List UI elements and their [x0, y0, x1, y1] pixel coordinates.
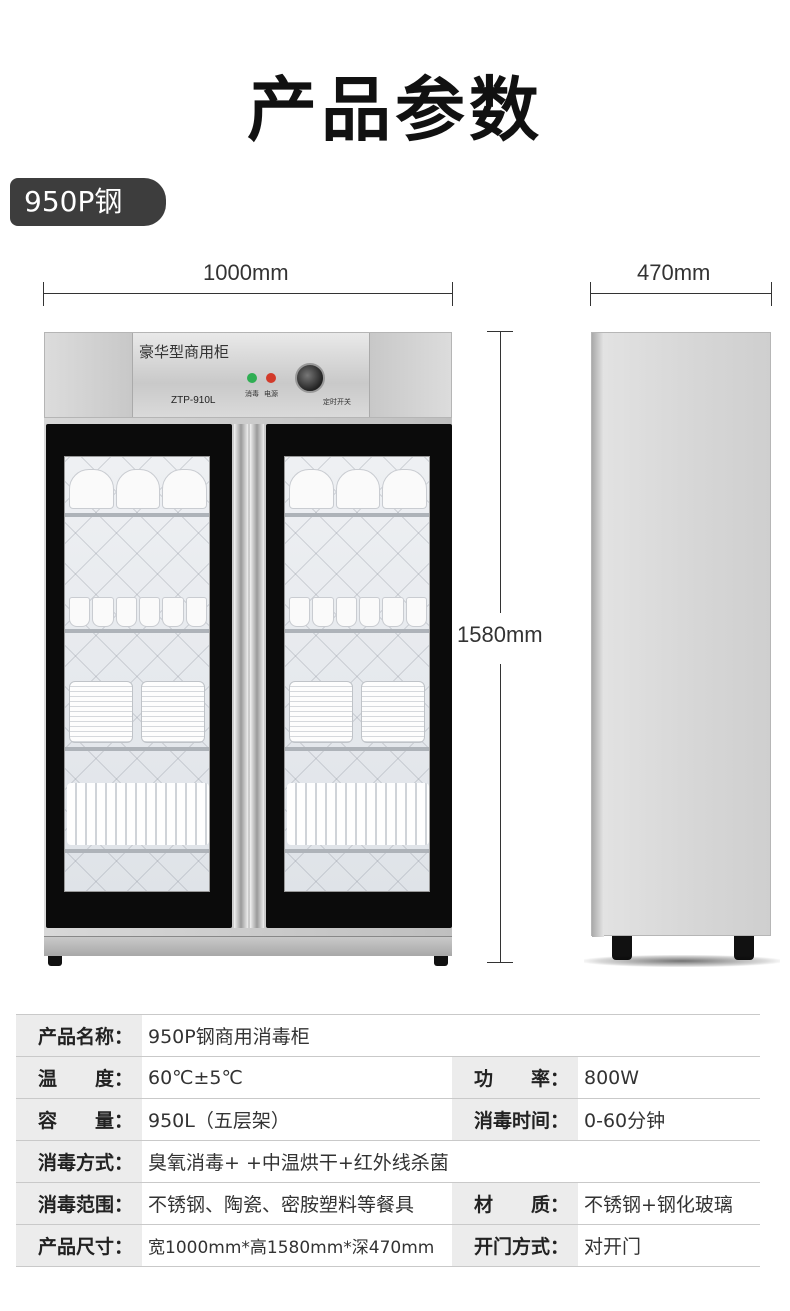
spec-value: 0-60分钟 [578, 1098, 760, 1141]
cabinet-foot [434, 956, 448, 966]
cabinet-control-panel: 豪华型商用柜 ZTP-910L 消毒 电源 定时开关 [44, 332, 452, 418]
bowl-stack [361, 681, 425, 743]
right-door-glass [284, 456, 430, 892]
power-indicator-icon [266, 373, 276, 383]
width-dimension-line [43, 293, 453, 294]
spec-value: 臭氧消毒+ +中温烘干+红外线杀菌 [142, 1140, 760, 1183]
right-door-handle [250, 424, 264, 928]
side-foot [734, 936, 754, 960]
shelf [285, 513, 429, 517]
spec-label: 消毒时间： [452, 1098, 578, 1141]
spec-row: 产品名称： 950P钢商用消毒柜 [16, 1014, 760, 1057]
bowl-stack [141, 681, 205, 743]
floor-shadow [584, 955, 780, 967]
cabinet-foot [48, 956, 62, 966]
shelf [65, 849, 209, 853]
left-door-glass [64, 456, 210, 892]
left-door-handle [234, 424, 248, 928]
disinfect-indicator-icon [247, 373, 257, 383]
spec-label: 产品名称： [16, 1014, 142, 1057]
cup-row [69, 597, 207, 627]
plate-rack [287, 783, 429, 845]
plate-row [69, 469, 208, 509]
height-dimension-line-top [500, 331, 501, 613]
bowl-stack [69, 681, 133, 743]
spec-row: 消毒方式： 臭氧消毒+ +中温烘干+红外线杀菌 [16, 1140, 760, 1183]
spec-value: 950P钢商用消毒柜 [142, 1014, 760, 1057]
panel-product-name: 豪华型商用柜 [139, 343, 230, 361]
shelf [65, 747, 209, 751]
left-door [46, 424, 232, 928]
spec-value: 950L（五层架） [142, 1098, 452, 1141]
shelf [65, 513, 209, 517]
spec-label: 消毒方式： [16, 1140, 142, 1183]
height-dimension-line-bottom [500, 664, 501, 962]
depth-dimension-line [590, 293, 772, 294]
panel-side-right [369, 333, 451, 417]
height-dimension-label: 1580mm [457, 622, 543, 647]
spec-value: 宽1000mm*高1580mm*深470mm [142, 1224, 452, 1267]
model-badge: 950P钢 [10, 178, 166, 226]
spec-value: 不锈钢+钢化玻璃 [578, 1182, 760, 1225]
disinfect-indicator-label: 消毒 [245, 390, 259, 398]
width-dimension-tick-right [452, 282, 453, 306]
depth-dimension-tick-left [590, 282, 591, 306]
width-dimension-tick-left [43, 282, 44, 306]
timer-knob-label: 定时开关 [323, 398, 351, 406]
spec-label: 消毒范围： [16, 1182, 142, 1225]
side-foot [612, 936, 632, 960]
page-title: 产品参数 [247, 69, 543, 151]
spec-value: 800W [578, 1056, 760, 1099]
width-dimension-label: 1000mm [203, 260, 289, 285]
spec-label: 材 质： [452, 1182, 578, 1225]
cabinet-side-view [591, 332, 771, 937]
spec-label: 产品尺寸： [16, 1224, 142, 1267]
shelf [65, 629, 209, 633]
plate-rack [67, 783, 209, 845]
shelf [285, 747, 429, 751]
spec-row: 产品尺寸： 宽1000mm*高1580mm*深470mm 开门方式： 对开门 [16, 1224, 760, 1267]
depth-dimension-tick-right [771, 282, 772, 306]
depth-dimension-label: 470mm [637, 260, 711, 285]
cabinet-front-view: 豪华型商用柜 ZTP-910L 消毒 电源 定时开关 [44, 332, 452, 966]
panel-model-number: ZTP-910L [171, 395, 216, 406]
shelf [285, 629, 429, 633]
spec-label: 容 量： [16, 1098, 142, 1141]
spec-value: 不锈钢、陶瓷、密胺塑料等餐具 [142, 1182, 452, 1225]
right-door [266, 424, 452, 928]
spec-row: 温 度： 60℃±5℃ 功 率： 800W [16, 1056, 760, 1099]
spec-value: 对开门 [578, 1224, 760, 1267]
spec-row: 消毒范围： 不锈钢、陶瓷、密胺塑料等餐具 材 质： 不锈钢+钢化玻璃 [16, 1182, 760, 1225]
spec-row: 容 量： 950L（五层架） 消毒时间： 0-60分钟 [16, 1098, 760, 1141]
panel-side-left [45, 333, 133, 417]
height-dimension-tick-top [487, 331, 513, 332]
spec-label: 开门方式： [452, 1224, 578, 1267]
spec-label: 温 度： [16, 1056, 142, 1099]
shelf [285, 849, 429, 853]
spec-table: 产品名称： 950P钢商用消毒柜 温 度： 60℃±5℃ 功 率： 800W 容… [16, 1014, 760, 1267]
spec-label: 功 率： [452, 1056, 578, 1099]
power-indicator-label: 电源 [264, 390, 278, 398]
cup-row [289, 597, 427, 627]
spec-value: 60℃±5℃ [142, 1056, 452, 1099]
timer-knob-icon [295, 363, 325, 393]
cabinet-base [44, 936, 452, 956]
height-dimension-tick-bottom [487, 962, 513, 963]
bowl-stack [289, 681, 353, 743]
plate-row [289, 469, 428, 509]
side-front-edge [592, 333, 604, 937]
cabinet-body [44, 418, 452, 938]
